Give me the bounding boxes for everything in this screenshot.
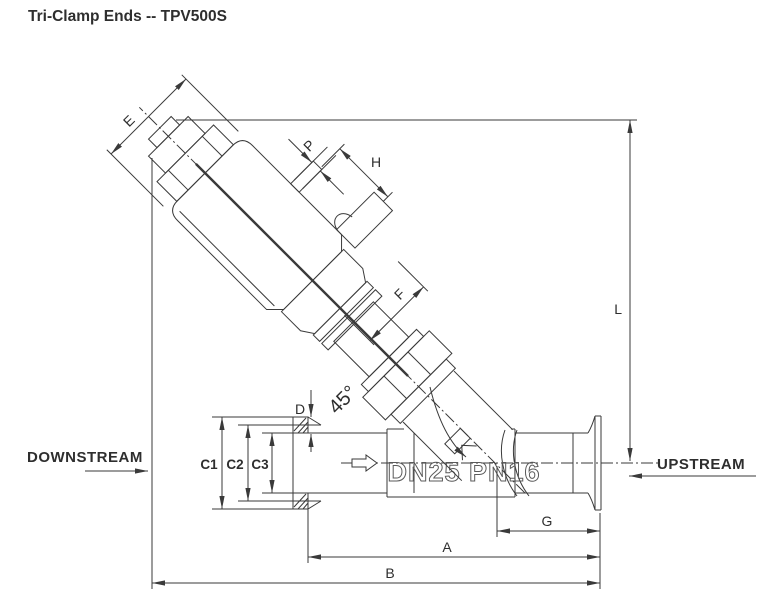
dim-label-A: A: [442, 539, 452, 555]
dim-label-E: E: [120, 112, 138, 130]
seat-curve-inner: [512, 429, 530, 497]
dim-label-L: L: [614, 301, 622, 317]
flow-annotations: DOWNSTREAM UPSTREAM: [27, 449, 756, 479]
dimension-B: B: [151, 158, 600, 589]
dimension-C-group: C1 C2 C3: [200, 416, 321, 510]
body-marking: DN25 PN16: [387, 457, 540, 487]
air-port-boss: [334, 191, 394, 249]
dim-label-C2: C2: [226, 457, 243, 472]
upstream-label: UPSTREAM: [657, 456, 745, 473]
dim-label-F: F: [391, 285, 408, 302]
actuator-axis: [138, 106, 526, 494]
seat-curve-outer: [500, 429, 518, 497]
dimension-L: L: [176, 119, 637, 461]
downstream-label: DOWNSTREAM: [27, 449, 143, 466]
plug-tip: [444, 427, 477, 461]
dim-label-C3: C3: [251, 457, 269, 472]
dimension-G: G: [496, 466, 600, 537]
dim-label-H: H: [371, 154, 381, 170]
drawing-title: Tri-Clamp Ends -- TPV500S: [28, 8, 227, 25]
angle-arc: [429, 386, 467, 458]
dimension-H-line: [321, 143, 393, 202]
dim-label-C1: C1: [200, 457, 218, 472]
spring-housing: [280, 248, 367, 335]
dim-label-B: B: [385, 565, 394, 581]
neck: [402, 421, 463, 482]
dimension-D: D: [295, 390, 314, 452]
upstream-ferrule: [515, 415, 602, 511]
section-hatching: [293, 417, 309, 510]
dim-label-G: G: [542, 513, 553, 529]
valve-body-group: DN25 PN16: [292, 415, 602, 511]
dimension-P: P: [288, 137, 345, 195]
actuator-cylinder: [172, 140, 343, 311]
pilot-port-boss: [289, 160, 323, 193]
flow-direction-icon: [351, 454, 378, 472]
dimension-A: A: [307, 502, 600, 563]
angle-label: 45°: [324, 382, 361, 419]
dim-label-P: P: [300, 137, 318, 155]
dim-label-D: D: [295, 401, 305, 417]
actuator-group: E P F 45°: [106, 74, 526, 494]
dimension-F: F: [344, 261, 429, 346]
body-block: [386, 428, 530, 498]
